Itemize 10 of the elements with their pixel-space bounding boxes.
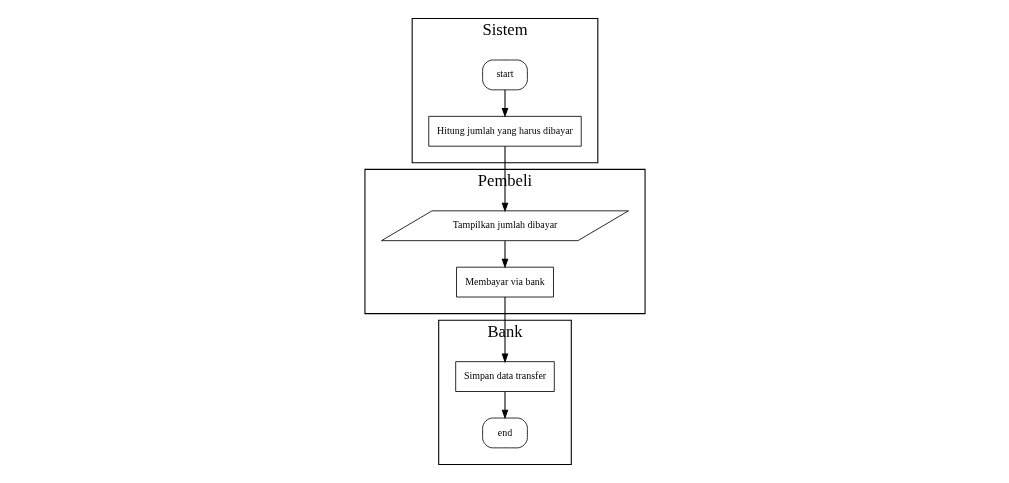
arrow (501, 391, 508, 420)
arrow (501, 296, 508, 364)
node-box: start (481, 59, 528, 91)
node-box: Hitung jumlah yang harus dibayar (427, 115, 582, 147)
node-box: Membayar via bank (455, 266, 554, 298)
node-box: Simpan data transfer (454, 361, 555, 392)
arrow (501, 145, 508, 213)
node-box: end (481, 417, 528, 449)
arrow (501, 240, 508, 269)
arrow (501, 89, 508, 118)
